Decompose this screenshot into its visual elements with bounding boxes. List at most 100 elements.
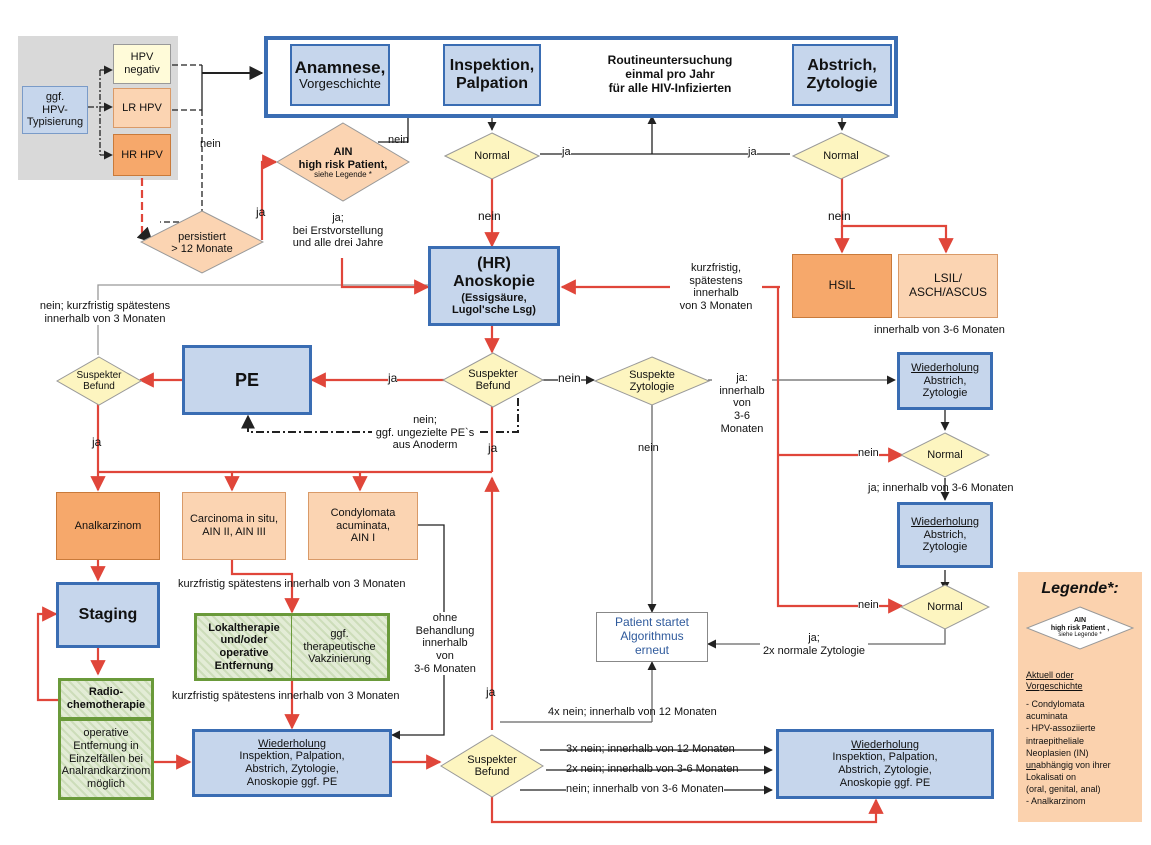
label-nein-zyto: nein [558, 371, 581, 386]
abstrich-box: Abstrich, Zytologie [792, 44, 892, 106]
legend-items: - Condylomata acuminata - HPV-assoziiert… [1026, 686, 1140, 807]
text-labels-nein-36: nein; innerhalb von 3-6 Monaten [566, 783, 724, 795]
suspekter-befund-left-text: Suspekter Befund [56, 367, 142, 395]
suspekter-befund-bottom-text: Suspekter Befund [440, 752, 544, 780]
text-legend-unab-rest: abhängig von ihrer Lokalisati on (oral, … [1026, 759, 1111, 807]
text-hpv-panel-persistent: persistiert > 12 Monate [171, 230, 233, 255]
text-labels-ja: ja [92, 435, 102, 449]
wiederholung-box-2: Wiederholung Abstrich, Zytologie [897, 502, 993, 568]
text-condylomata: Condylomata acuminata, AIN I [330, 507, 396, 545]
label-ohne-behandlung: ohne Behandlung innerhalb von 3-6 Monate… [412, 612, 478, 676]
analkarzinom-box: Analkarzinom [56, 492, 160, 560]
staging-box: Staging [56, 582, 160, 648]
normal-diamond-left [444, 132, 540, 180]
text-labels-nein: nein [558, 371, 581, 385]
text-vakzinierung: ggf. therapeutische Vakzinierung [303, 628, 376, 666]
suspekter-befund-diamond [442, 352, 544, 408]
text-wiederholung-head: Wiederholung [911, 362, 979, 375]
normal-mid-text: Normal [900, 447, 990, 463]
text-labels-ohne: ohne Behandlung innerhalb von 3-6 Monate… [414, 612, 476, 675]
text-decisions-normal: Normal [927, 600, 963, 613]
label-ja-left: ja [92, 435, 102, 450]
normal-diamond-right [792, 132, 890, 180]
text-staging: Staging [78, 605, 138, 623]
label-ja-pe: ja [388, 371, 398, 386]
label-ja-2x: ja; 2x normale Zytologie [760, 632, 868, 658]
text-labels-ja-innerhalb-long: ja; innerhalb von 3-6 Monaten [868, 482, 1014, 494]
radiochemotherapie-box: Radio- chemotherapie [58, 678, 154, 720]
text-labels-nein: nein [478, 209, 501, 223]
text-decisions-normal: Normal [927, 448, 963, 461]
normal-right-text: Normal [792, 148, 890, 164]
text-labels-nein: nein [858, 599, 879, 611]
label-ja-innerhalb: ja: innerhalb von 3-6 Monaten [712, 372, 772, 436]
text-pe: PE [234, 369, 259, 390]
text-decisions-normal: Normal [474, 149, 510, 162]
text-wiederholung-full-body: Inspektion, Palpation, Abstrich, Zytolog… [832, 751, 938, 789]
text-decisions-suspekter-befund: Suspekter Befund [76, 369, 122, 392]
text-labels-ja: ja [748, 146, 757, 158]
label-nein-low: nein [858, 599, 879, 612]
text-carcinoma: Carcinoma in situ, AIN II, AIN III [189, 513, 279, 538]
ain-risk-text: AIN high risk Patient, siehe Legende * [296, 140, 390, 186]
text-labels-nein-ungezielt: nein; ggf. ungezielte PE`s aus Anoderm [375, 414, 475, 452]
text-anoskopie-sub: (Essigsäure, Lugol'sche Lsg) [452, 291, 536, 317]
label-ja-suspekter: ja [488, 441, 498, 456]
routine-text: Routineuntersuchung einmal pro Jahr für … [580, 46, 760, 104]
label-nein-normal-left: nein [478, 209, 501, 224]
text-labels-ja: ja [388, 371, 398, 385]
text-labels-ja: ja [488, 441, 498, 455]
text-routine-text: Routineuntersuchung einmal pro Jahr für … [607, 53, 733, 95]
text-hpv-panel-typing: ggf. HPV- Typisierung [26, 91, 84, 129]
ain-risk-diamond [276, 122, 410, 202]
hpv-typing-box: ggf. HPV- Typisierung [22, 86, 88, 134]
text-hpv-panel-negative: HPV negativ [124, 51, 160, 76]
text-ain-diamond-title: AIN high risk Patient, [298, 146, 388, 171]
text-labels-nein-kurz: nein; kurzfristig spätestens innerhalb v… [39, 300, 171, 325]
wiederholung-box-1: Wiederholung Abstrich, Zytologie [897, 352, 993, 410]
text-labels-3x: 3x nein; innerhalb von 12 Monaten [566, 743, 735, 755]
label-nein-kurz: nein; kurzfristig spätestens innerhalb v… [30, 300, 180, 326]
text-operative: operative Entfernung in Einzelfällen bei… [61, 727, 151, 790]
text-routine-inspektion: Inspektion, Palpation [449, 56, 535, 92]
vakzinierung-box: ggf. therapeutische Vakzinierung [292, 613, 390, 681]
text-routine-anamnese-title: Anamnese, [294, 57, 386, 77]
text-decisions-suspekte-zytologie: Suspekte Zytologie [629, 368, 675, 393]
text-labels-ja: ja [562, 146, 571, 158]
text-hpv-panel-lr: LR HPV [122, 101, 162, 114]
text-anoskopie-title: (HR) Anoskopie [453, 254, 535, 291]
normal-diamond-low [900, 584, 990, 630]
patient-restart-box: Patient startet Algorithmus erneut [596, 612, 708, 662]
label-ja-persist: ja [256, 205, 265, 220]
text-labels-ja-2x: ja; 2x normale Zytologie [762, 632, 866, 657]
normal-left-text: Normal [444, 148, 540, 164]
operative-box: operative Entfernung in Einzelfällen bei… [58, 718, 154, 800]
text-labels-nein: nein [828, 209, 851, 223]
hsil-box: HSIL [792, 254, 892, 318]
label-nein-ain: nein [388, 134, 409, 147]
text-decisions-suspekter-befund: Suspekter Befund [467, 753, 517, 778]
text-legend-diamond-sub: siehe Legende * [1058, 632, 1102, 639]
text-hpv-panel-hr: HR HPV [121, 148, 163, 161]
text-hsil: HSIL [828, 278, 856, 293]
normal-diamond-mid [900, 432, 990, 478]
normal-low-text: Normal [900, 599, 990, 615]
text-lsil: LSIL/ ASCH/ASCUS [908, 271, 988, 299]
wiederholung-full-left: Wiederholung Inspektion, Palpation, Abst… [192, 729, 392, 797]
text-labels-nein: nein [638, 442, 659, 454]
legend-title: Legende*: [1028, 580, 1132, 598]
label-nein-hpv: nein [200, 138, 221, 151]
text-analkarzinom: Analkarzinom [74, 519, 142, 532]
text-decisions-normal: Normal [823, 149, 859, 162]
text-labels-kurzfristig-spaet: kurzfristig, spätestens innerhalb von 3 … [679, 262, 753, 312]
text-radio: Radio- chemotherapie [66, 686, 146, 711]
label-nein-mid: nein [858, 447, 879, 460]
label-ja-normal-left: ja [562, 146, 571, 159]
legend-diamond-text: AIN high risk Patient , siehe Legende * [1040, 612, 1120, 644]
suspekter-befund-left-diamond [56, 356, 142, 406]
text-wiederholung-head: Wiederholung [911, 516, 979, 529]
text-wiederholung-body: Abstrich, Zytologie [922, 374, 968, 400]
condylomata-box: Condylomata acuminata, AIN I [308, 492, 418, 560]
label-nein-36: nein; innerhalb von 3-6 Monaten [566, 783, 724, 796]
anamnese-box: Anamnese, Vorgeschichte [290, 44, 390, 106]
